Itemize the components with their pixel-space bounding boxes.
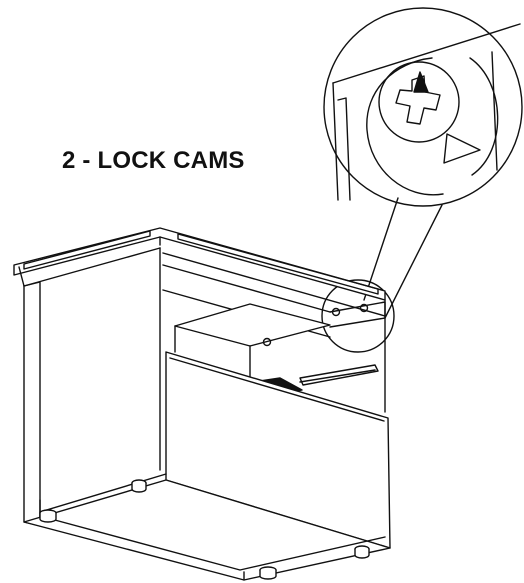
foot-back-left — [131, 479, 147, 493]
lock-cam-icon — [378, 61, 460, 143]
foot-front-left — [39, 509, 57, 523]
foot-front-right — [259, 566, 277, 580]
base-panel — [23, 473, 391, 581]
foot-back-right — [354, 545, 370, 559]
top-panel — [13, 227, 386, 301]
callout-leaders — [321, 197, 443, 353]
leveling-feet — [39, 479, 370, 580]
detail-magnifier — [323, 7, 523, 207]
callout-label: 2 - LOCK CAMS — [62, 147, 245, 174]
